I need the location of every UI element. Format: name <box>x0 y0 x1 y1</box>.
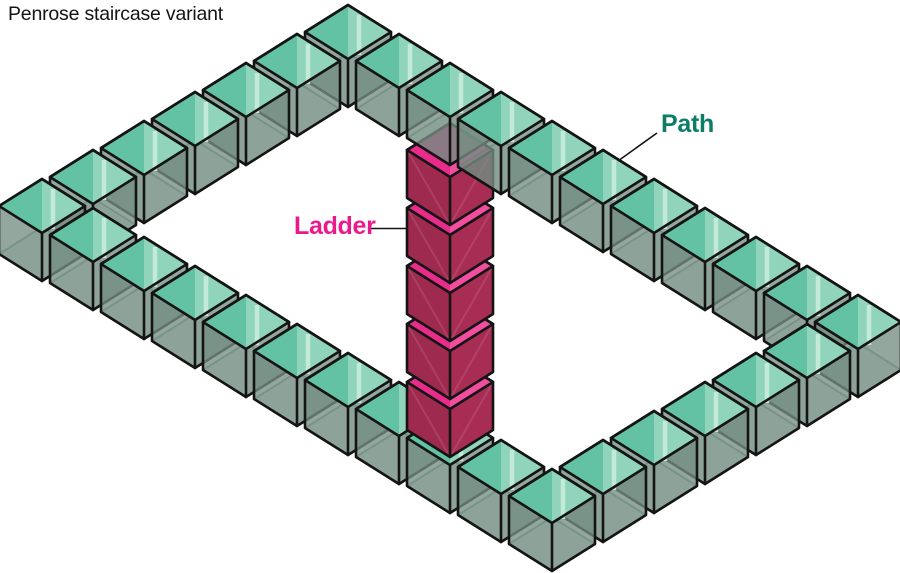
path-leader-line <box>617 132 658 162</box>
ladder-label: Ladder <box>294 212 376 240</box>
path-label: Path <box>661 110 714 138</box>
path-cube <box>507 467 597 573</box>
figure-title: Penrose staircase variant <box>8 3 224 25</box>
